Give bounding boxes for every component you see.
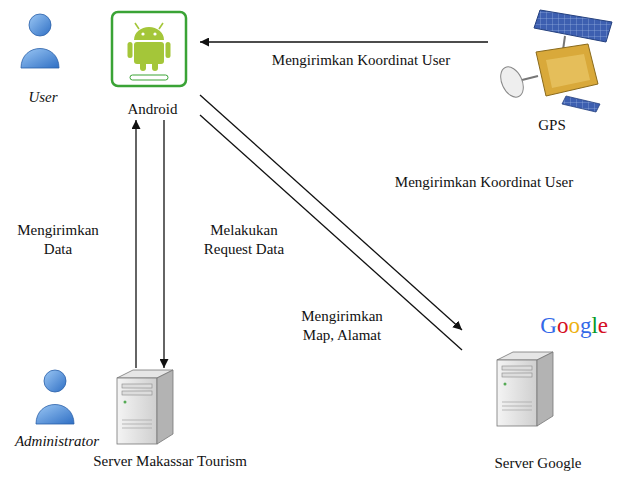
icon-node: Server Makassar Tourism	[50, 368, 290, 472]
edge-label: Mengirimkan Map, Alamat	[290, 306, 394, 346]
edge-label: Mengirimkan Koordinat User	[245, 50, 477, 71]
logo-text: Google	[540, 312, 608, 340]
arrow-line	[135, 120, 136, 368]
edge-label: Mengirimkan Data	[6, 220, 110, 260]
server-icon	[117, 370, 173, 444]
icon-node: Android	[105, 8, 200, 120]
admin-icon	[36, 370, 74, 424]
android-icon	[112, 12, 186, 86]
node-label: GPS	[538, 116, 566, 134]
server-icon	[497, 352, 553, 426]
node-label: User	[28, 88, 57, 106]
icon-node: User	[8, 8, 78, 108]
edge-label: Melakukan Request Data	[192, 220, 296, 260]
node-label: Server Google	[494, 454, 581, 472]
node-label: Android	[128, 100, 178, 118]
arrow-line	[200, 41, 488, 42]
node-label: Server Makassar Tourism	[93, 452, 247, 470]
icon-node: Administrator	[2, 368, 112, 452]
edge-label: Mengirimkan Koordinat User	[368, 172, 600, 193]
arrow-line	[163, 120, 164, 368]
icon-node: GoogleServer Google	[462, 312, 614, 474]
user-icon	[21, 14, 59, 68]
arrow-line	[200, 95, 462, 330]
node-label: Administrator	[15, 432, 99, 450]
icon-node: GPS	[488, 2, 616, 136]
satellite-icon	[496, 10, 612, 112]
